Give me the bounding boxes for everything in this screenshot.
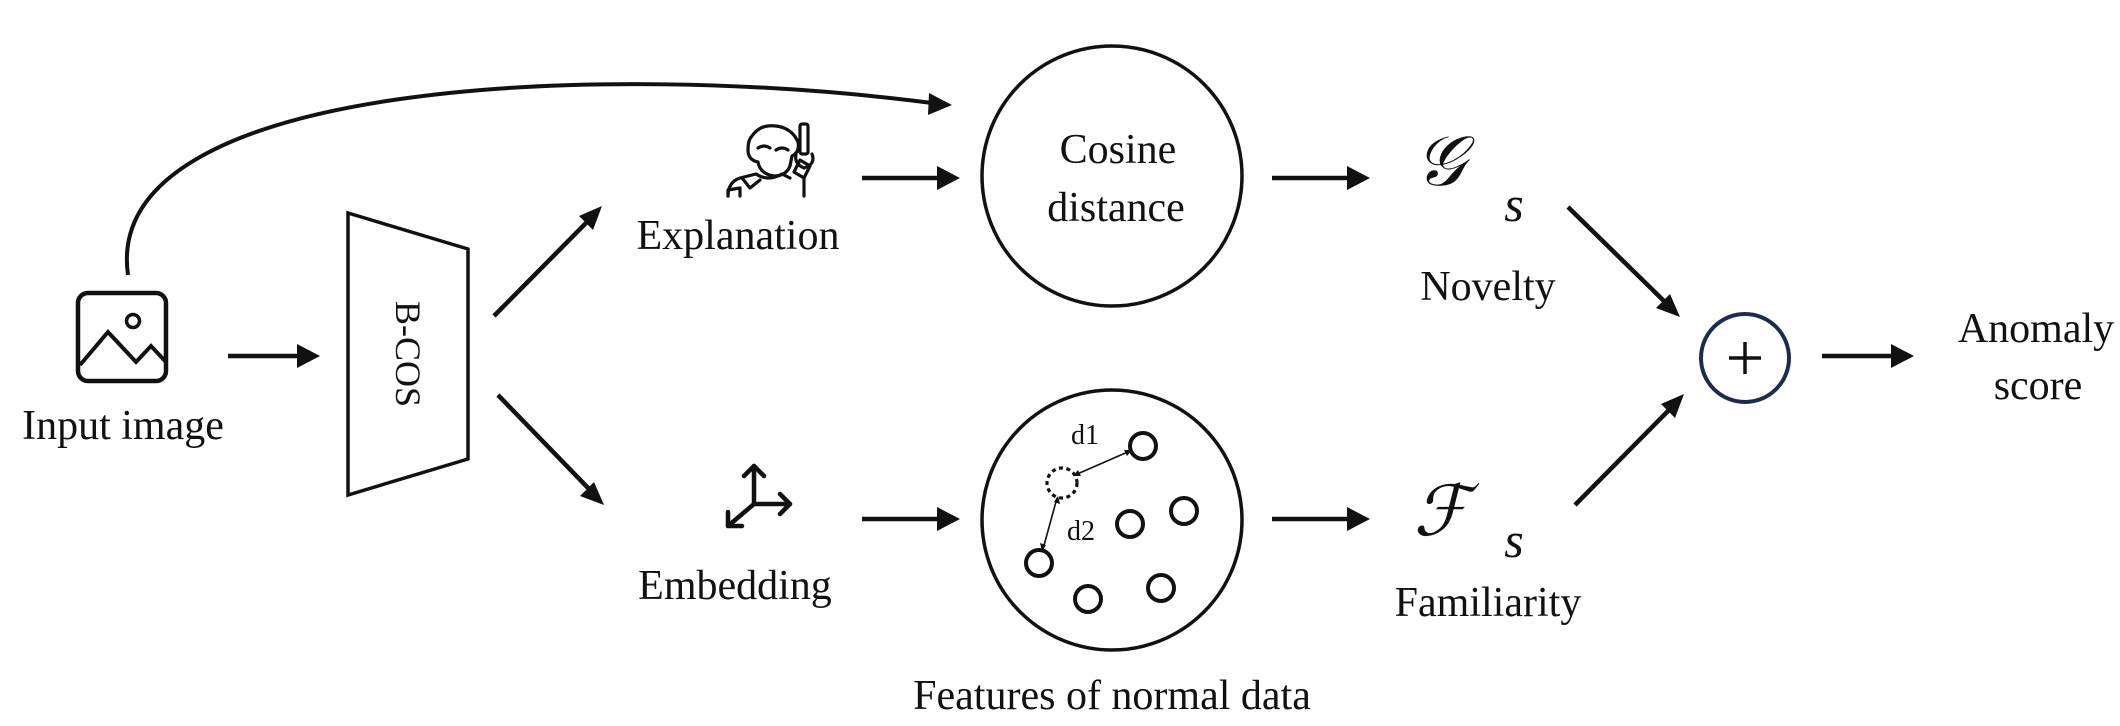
cosine-label-line2: distance bbox=[1047, 185, 1185, 231]
features-label: Features of normal data bbox=[913, 673, 1311, 719]
d2-label: d2 bbox=[1067, 516, 1095, 547]
f-letter: ℱ bbox=[1413, 470, 1479, 552]
arrow-sum-to-anomaly bbox=[1822, 344, 1914, 368]
arrow-novelty-to-sum bbox=[1566, 205, 1680, 317]
explanation-label: Explanation bbox=[637, 213, 840, 259]
normal-feature-point bbox=[1073, 584, 1103, 614]
axes-icon bbox=[725, 463, 793, 529]
f-subscript: s bbox=[1504, 512, 1523, 568]
skip-connection-arrow bbox=[124, 82, 933, 276]
g-letter: 𝒢 bbox=[1415, 120, 1475, 202]
d1-label: d1 bbox=[1071, 420, 1099, 451]
arrow-bcos-to-explanation bbox=[492, 206, 602, 318]
novelty-label: Novelty bbox=[1420, 264, 1555, 310]
arrow-familiarity-to-sum bbox=[1573, 394, 1684, 507]
image-icon bbox=[75, 290, 169, 384]
arrow-features-to-familiarity bbox=[1272, 507, 1370, 531]
bcos-block: B-COS bbox=[346, 210, 470, 498]
normal-feature-point bbox=[1169, 496, 1199, 526]
distance-d1-line bbox=[1074, 450, 1131, 476]
bcos-label: B-COS bbox=[388, 301, 428, 407]
anomaly-label-line1: Anomaly bbox=[1958, 306, 2114, 352]
sum-node bbox=[1699, 312, 1791, 404]
normal-feature-point bbox=[1115, 509, 1145, 539]
arrow-embedding-to-features bbox=[862, 507, 960, 531]
cosine-label-line1: Cosine bbox=[1060, 127, 1177, 173]
skip-arrow-head bbox=[928, 93, 952, 115]
arrow-bcos-to-embedding bbox=[496, 393, 604, 505]
novelty-score-symbol: 𝒢 s bbox=[1415, 120, 1524, 232]
features-node: d1 d2 bbox=[980, 388, 1244, 652]
embedding-label: Embedding bbox=[638, 563, 832, 609]
arrow-cosine-to-novelty bbox=[1272, 166, 1370, 190]
arrow-input-to-bcos bbox=[228, 344, 320, 368]
normal-feature-point bbox=[1024, 548, 1054, 578]
familiarity-score-symbol: ℱ s bbox=[1413, 470, 1523, 568]
person-pointing-icon bbox=[726, 122, 815, 198]
g-subscript: s bbox=[1504, 176, 1523, 232]
normal-feature-point bbox=[1128, 431, 1158, 461]
input-image-label: Input image bbox=[22, 403, 224, 449]
normal-feature-point bbox=[1146, 573, 1176, 603]
anomaly-label-line2: score bbox=[1994, 363, 2083, 409]
familiarity-label: Familiarity bbox=[1395, 580, 1582, 626]
distance-d2-line bbox=[1042, 497, 1058, 550]
test-feature-point bbox=[1045, 466, 1079, 500]
arrow-explanation-to-cosine bbox=[862, 166, 960, 190]
cosine-distance-node: Cosine distance bbox=[980, 44, 1244, 308]
